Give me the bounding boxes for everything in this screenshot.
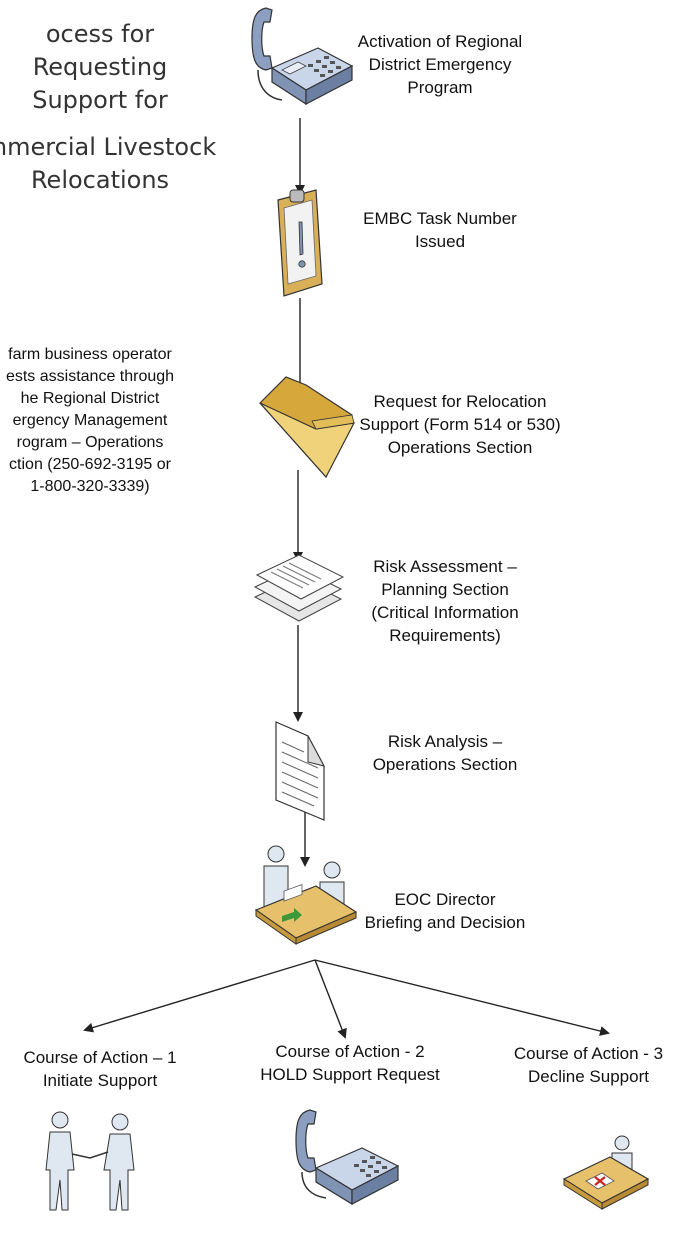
side-note-line: ergency Management [12,412,168,429]
step-label-line: Support (Form 514 or 530) [359,415,561,434]
connectors [83,118,610,1039]
step-label-relocation-request: Request for Relocation Support (Form 514… [345,390,575,459]
step-label-line: Risk Assessment – [373,557,517,576]
side-note-line: ests assistance through [5,368,175,385]
course-label-line: Course of Action – 1 [23,1048,177,1067]
step-label-line: EMBC Task Number [363,209,517,228]
step-label-line: Operations Section [372,755,518,774]
step-label-line: Risk Analysis – [387,732,503,751]
step-label-line: Activation of Regional [357,32,523,51]
step-label-risk-assessment: Risk Assessment – Planning Section (Crit… [340,555,550,647]
side-note-line: ction (250-692-3195 or [9,456,171,473]
step-label-line: Request for Relocation [373,392,547,411]
course-label-line: Course of Action - 2 [275,1042,425,1061]
course-of-action-3-label: Course of Action - 3 Decline Support [500,1042,677,1088]
step-label-line: Issued [414,232,466,251]
title-line: mmercial Livestock [0,133,217,161]
handshake-people-icon [45,1111,135,1211]
telephone-icon [251,7,354,106]
course-of-action-1-label: Course of Action – 1 Initiate Support [10,1046,190,1092]
step-label-task-number: EMBC Task Number Issued [335,207,545,253]
step-label-line: Requirements) [389,626,501,645]
diagram-title: ocess for Requesting Support for mmercia… [0,18,220,197]
step-label-line: District Emergency [368,55,512,74]
title-line: ocess for Requesting [32,20,168,81]
side-note-line: 1-800-320-3339) [30,478,150,495]
step-label-risk-analysis: Risk Analysis – Operations Section [345,730,545,776]
course-of-action-2-label: Course of Action - 2 HOLD Support Reques… [245,1040,455,1086]
clipboard-alert-icon [277,189,323,297]
document-icon [275,721,325,821]
meeting-desk-icon [254,845,358,945]
step-label-activation: Activation of Regional District Emergenc… [330,30,550,99]
folder-icon [259,376,356,479]
step-label-line: Briefing and Decision [364,913,526,932]
connector-arrow [314,959,347,1039]
document-stack-icon [253,554,345,622]
connector-arrow [83,959,316,1033]
connector-arrow [314,959,610,1036]
side-note: farm business operator ests assistance t… [0,344,190,498]
step-label-line: (Critical Information [371,603,519,622]
decline-desk-icon [562,1135,650,1210]
title-line: Relocations [30,166,170,194]
course-label-line: Initiate Support [42,1071,158,1090]
side-note-line: he Regional District [20,390,160,407]
course-label-line: HOLD Support Request [260,1065,440,1084]
step-label-line: Planning Section [381,580,509,599]
telephone-icon [295,1109,400,1206]
step-label-line: Program [407,78,473,97]
side-note-line: farm business operator [8,346,172,363]
course-label-line: Decline Support [528,1067,649,1086]
step-label-line: EOC Director [394,890,496,909]
step-label-line: Operations Section [387,438,533,457]
side-note-line: rogram – Operations [16,434,164,451]
title-line: Support for [32,86,168,114]
course-label-line: Course of Action - 3 [513,1044,664,1063]
step-label-eoc-director: EOC Director Briefing and Decision [345,888,545,934]
